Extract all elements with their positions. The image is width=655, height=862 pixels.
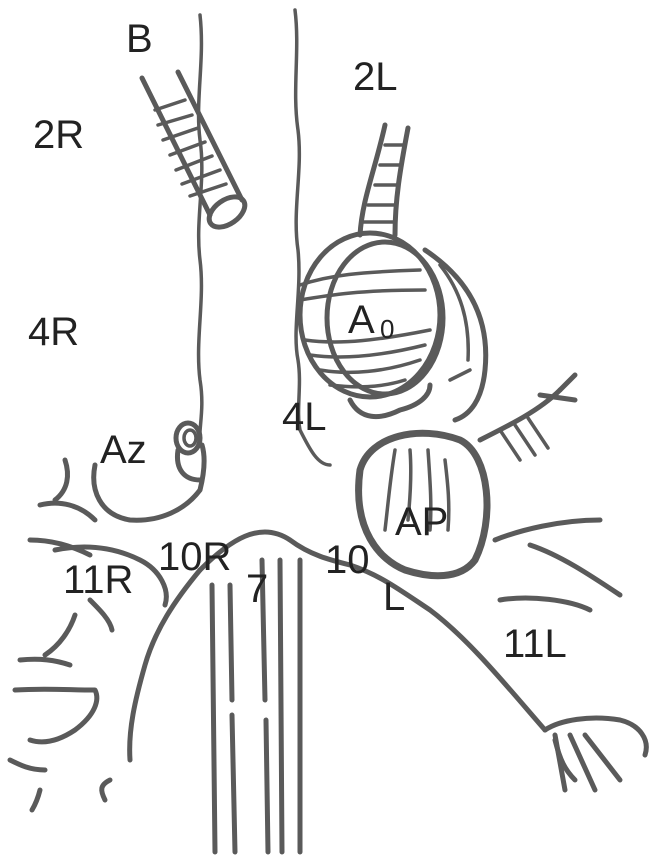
label-Az: Az: [100, 428, 147, 472]
azygos-vein: [176, 423, 200, 480]
label-10R: 10R: [158, 535, 231, 579]
label-2R: 2R: [33, 113, 84, 157]
label-L: L: [383, 575, 405, 619]
brachiocephalic-vessel: [142, 72, 250, 233]
label-4L: 4L: [282, 395, 327, 439]
label-B: B: [126, 17, 153, 61]
label-2L: 2L: [353, 55, 398, 99]
trachea-left-wall: [199, 15, 202, 445]
label-AP: AP: [395, 500, 448, 544]
label-4R: 4R: [28, 310, 79, 354]
label-A0: A: [348, 298, 375, 342]
label-7: 7: [246, 567, 268, 611]
label-10: 10: [325, 538, 370, 582]
left-subclavian-vessel: [360, 125, 408, 235]
pulmonary-artery: [359, 375, 620, 595]
right-lower-branches: [10, 615, 110, 810]
label-11R: 11R: [63, 558, 133, 602]
label-11L: 11L: [503, 622, 567, 666]
label-A0-subscript: 0: [380, 314, 394, 344]
